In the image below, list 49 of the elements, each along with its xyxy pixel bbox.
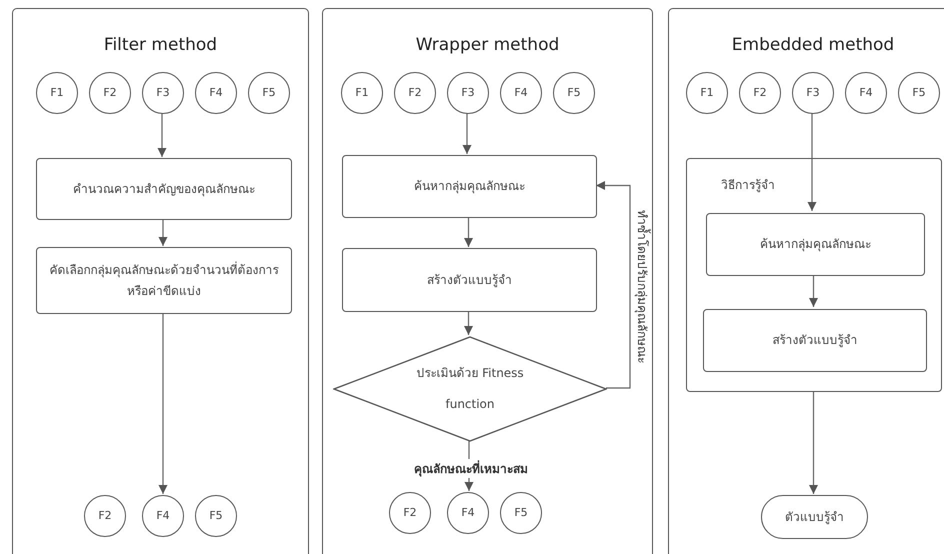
process-box: คัดเลือกกลุ่มคุณลักษณะด้วยจำนวนที่ต้องการหรือค่าขีดแบ่ง [36, 247, 292, 314]
process-box: สร้างตัวแบบรู้จำ [342, 248, 597, 312]
feature-circle: F2 [89, 72, 131, 114]
group-label: วิธีการรู้จำ [721, 177, 775, 194]
feature-circle: F2 [739, 72, 781, 114]
feature-circle: F5 [500, 492, 542, 534]
feature-circle: F3 [142, 72, 184, 114]
panel-title: Filter method [102, 34, 218, 57]
feature-circle: F2 [84, 495, 126, 537]
feature-circle: F4 [845, 72, 887, 114]
feature-circle: F1 [36, 72, 78, 114]
terminal-box: ตัวแบบรู้จำ [761, 495, 868, 539]
feature-circle: F4 [500, 72, 542, 114]
feature-circle: F3 [447, 72, 489, 114]
feature-circle: F3 [792, 72, 834, 114]
feature-circle: F4 [142, 495, 184, 537]
edge-label: คุณลักษณะที่เหมาะสม [412, 458, 530, 478]
panel-title: Embedded method [730, 34, 896, 57]
feature-circle: F4 [447, 492, 489, 534]
feature-circle: F2 [394, 72, 436, 114]
arrow [464, 311, 473, 335]
feature-circle: F5 [553, 72, 595, 114]
decision-diamond: ประเมินด้วย Fitness function [333, 336, 607, 442]
arrow [809, 274, 818, 307]
feature-circle: F1 [341, 72, 383, 114]
method-panel [12, 8, 309, 554]
process-box: ค้นหากลุ่มคุณลักษณะ [342, 155, 597, 218]
process-box: ค้นหากลุ่มคุณลักษณะ [706, 213, 925, 276]
feature-circle: F2 [389, 492, 431, 534]
feature-circle: F1 [686, 72, 728, 114]
feature-circle: F5 [898, 72, 940, 114]
feature-circle: F4 [195, 72, 237, 114]
arrow [809, 391, 818, 494]
panel-title: Wrapper method [414, 34, 560, 57]
arrow [808, 113, 816, 211]
process-box: สร้างตัวแบบรู้จำ [703, 309, 927, 372]
arrow [462, 113, 472, 154]
arrow [464, 217, 473, 247]
process-box: คำนวณความสำคัญของคุณลักษณะ [36, 158, 292, 220]
edge-label: ทำซ้ำโดยปรับกลุ่มคุณลักษณะ [632, 210, 652, 364]
arrow [158, 113, 166, 157]
feature-circle: F5 [195, 495, 237, 537]
arrow [158, 313, 168, 494]
method-panel [668, 8, 944, 554]
group-box [686, 158, 942, 392]
method-panel [322, 8, 653, 554]
arrow [596, 181, 631, 389]
feature-circle: F5 [248, 72, 290, 114]
arrow [158, 219, 168, 246]
